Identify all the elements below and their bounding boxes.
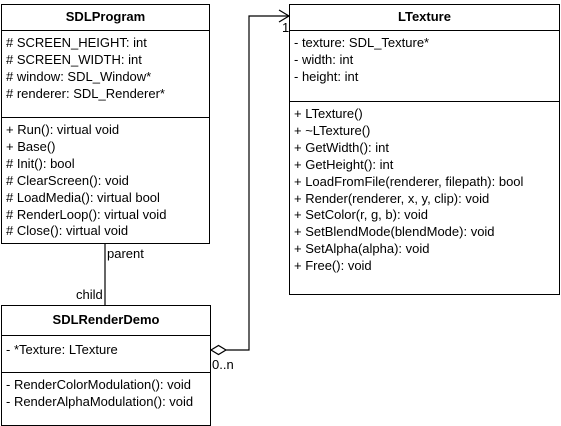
- method: + Render(renderer, x, y, clip): void: [294, 190, 490, 206]
- attribute: # renderer: SDL_Renderer*: [6, 85, 165, 101]
- attribute: - texture: SDL_Texture*: [294, 35, 430, 50]
- method: + SetBlendMode(blendMode): void: [294, 224, 495, 240]
- method: # Close(): virtual void: [6, 223, 129, 239]
- method: # Init(): bool: [6, 155, 75, 171]
- parent-label: parent: [107, 246, 144, 261]
- attributes-section: # SCREEN_HEIGHT: int # SCREEN_WIDTH: int…: [2, 31, 209, 117]
- methods-section: + Run(): virtual void + Base() # Init():…: [2, 117, 209, 242]
- method: + LoadFromFile(renderer, filepath): bool: [294, 173, 524, 189]
- method: + ~LTexture(): [294, 122, 371, 138]
- class-title: SDLProgram: [2, 5, 209, 31]
- class-ltexture[interactable]: LTexture - texture: SDL_Texture* - width…: [289, 4, 560, 295]
- aggregation-diamond: [209, 344, 228, 356]
- attribute: # window: SDL_Window*: [6, 68, 152, 84]
- method: + GetHeight(): int: [294, 156, 394, 172]
- attribute: # SCREEN_HEIGHT: int: [6, 35, 147, 50]
- attributes-section: - texture: SDL_Texture* - width: int - h…: [290, 31, 559, 101]
- method: + Base(): [6, 138, 56, 154]
- class-title: LTexture: [290, 5, 559, 31]
- method: - RenderColorModulation(): void: [6, 377, 191, 392]
- attribute: - height: int: [294, 68, 359, 84]
- method: # LoadMedia(): virtual bool: [6, 189, 160, 205]
- methods-section: - RenderColorModulation(): void - Render…: [2, 372, 210, 413]
- aggregation-line: [226, 15, 289, 351]
- method: + Free(): void: [294, 258, 372, 274]
- multiplicity-target-label: 1: [282, 20, 290, 35]
- method: + GetWidth(): int: [294, 139, 389, 155]
- attribute: - *Texture: LTexture: [6, 342, 118, 357]
- method: # RenderLoop(): virtual void: [6, 206, 167, 222]
- attribute: - width: int: [294, 51, 354, 67]
- class-sdl-render-demo[interactable]: SDLRenderDemo - *Texture: LTexture - Ren…: [1, 305, 211, 426]
- method: - RenderAlphaModulation(): void: [6, 393, 194, 409]
- method: + Run(): virtual void: [6, 122, 120, 137]
- multiplicity-source-label: 0..n: [212, 357, 234, 372]
- method: # ClearScreen(): void: [6, 172, 129, 188]
- class-sdl-program[interactable]: SDLProgram # SCREEN_HEIGHT: int # SCREEN…: [1, 4, 210, 244]
- class-title: SDLRenderDemo: [2, 306, 210, 336]
- child-label: child: [76, 287, 103, 302]
- method: + SetAlpha(alpha): void: [294, 241, 430, 257]
- method: + SetColor(r, g, b): void: [294, 207, 429, 223]
- attributes-section: - *Texture: LTexture: [2, 336, 210, 372]
- attribute: # SCREEN_WIDTH: int: [6, 51, 142, 67]
- method: + LTexture(): [294, 106, 363, 121]
- methods-section: + LTexture() + ~LTexture() + GetWidth():…: [290, 101, 559, 277]
